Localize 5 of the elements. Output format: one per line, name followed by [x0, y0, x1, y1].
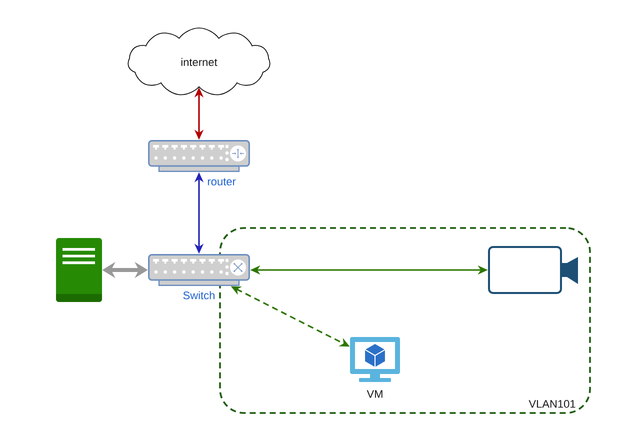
camera-icon [488, 246, 578, 294]
server-icon [56, 238, 102, 302]
device-label: router [208, 178, 236, 186]
device-label: Switch [183, 291, 214, 300]
device-label: VM [366, 390, 382, 398]
